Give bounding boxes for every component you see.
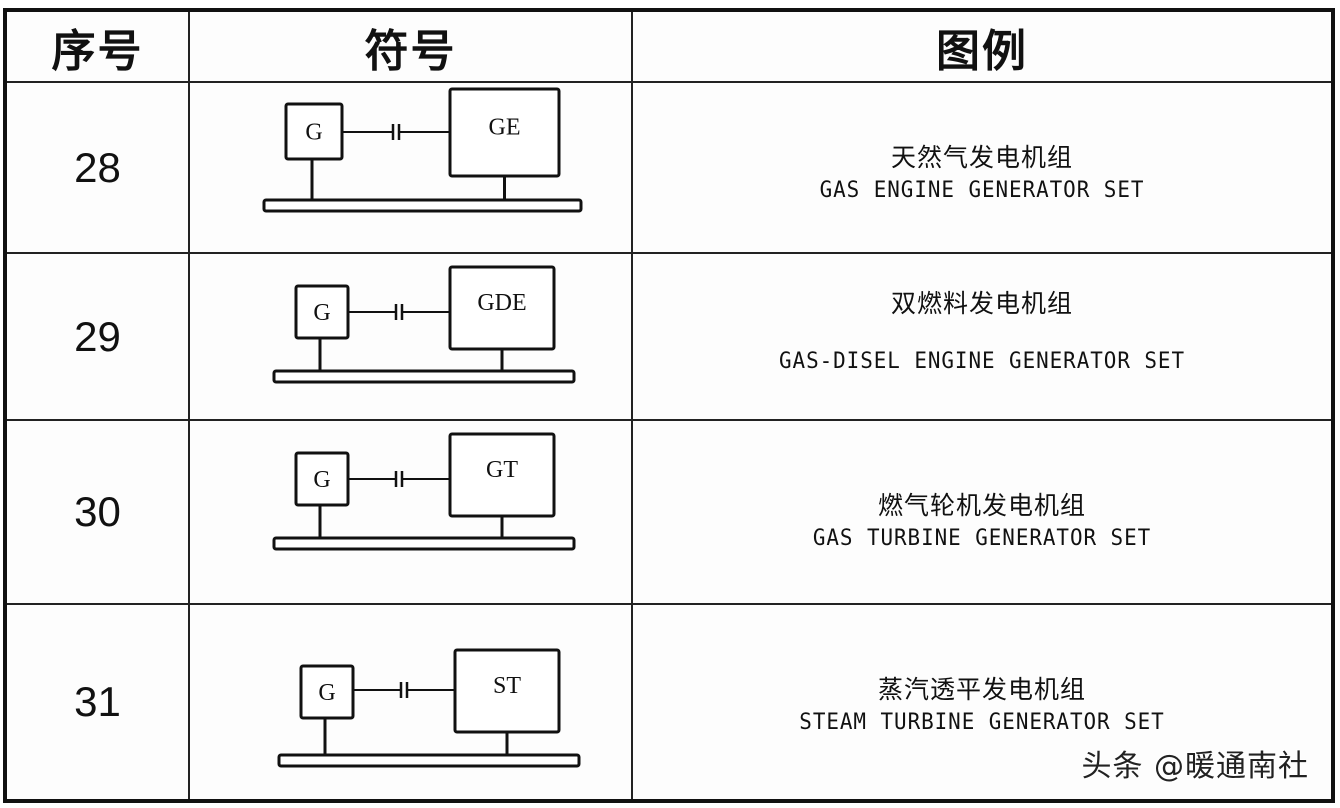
generator-box [299, 664, 355, 720]
row-number: 30 [74, 488, 121, 535]
row-number: 31 [74, 678, 121, 725]
header-index: 序号 [51, 25, 144, 77]
column-divider [188, 12, 190, 799]
header-symbol: 符号 [364, 25, 457, 77]
row-number: 28 [74, 143, 121, 191]
legend-name-en: STEAM TURBINE GENERATOR SET [799, 710, 1165, 735]
legend-name-en: GAS ENGINE GENERATOR SET [819, 178, 1145, 203]
prime-mover-label: GT [486, 457, 518, 483]
legend-name-cn: 双燃料发电机组 [890, 289, 1073, 318]
legend-name-en: GAS TURBINE GENERATOR SET [812, 526, 1152, 551]
generator-label: G [313, 467, 330, 493]
legend-name-cn: 天然气发电机组 [890, 143, 1073, 172]
generator-label: G [318, 680, 335, 706]
base-frame [277, 753, 581, 768]
prime-mover-label: GE [489, 115, 521, 141]
watermark: 头条 @暖通南社 [1081, 749, 1309, 784]
prime-mover-label: GDE [477, 290, 526, 316]
generator-set-symbol: G ST [277, 648, 581, 768]
base-frame [272, 369, 576, 384]
prime-mover-label: ST [493, 673, 521, 699]
row-number: 29 [74, 312, 121, 360]
generator-set-symbol: G GT [272, 432, 576, 551]
legend-name-en: GAS-DISEL ENGINE GENERATOR SET [778, 349, 1185, 374]
legend-name-cn: 蒸汽透平发电机组 [877, 675, 1086, 704]
generator-label: G [313, 300, 330, 326]
generator-label: G [305, 120, 322, 146]
legend-name-cn: 燃气轮机发电机组 [877, 491, 1086, 520]
row-divider [7, 419, 1331, 421]
generator-set-symbol: G GDE [272, 265, 576, 384]
base-frame [262, 198, 583, 213]
row-divider [7, 81, 1331, 83]
row-divider [7, 252, 1331, 254]
header-legend: 图例 [936, 25, 1028, 77]
row-divider [7, 603, 1331, 605]
generator-set-symbol: G GE [262, 87, 583, 213]
base-frame [272, 536, 576, 551]
column-divider [631, 12, 633, 799]
